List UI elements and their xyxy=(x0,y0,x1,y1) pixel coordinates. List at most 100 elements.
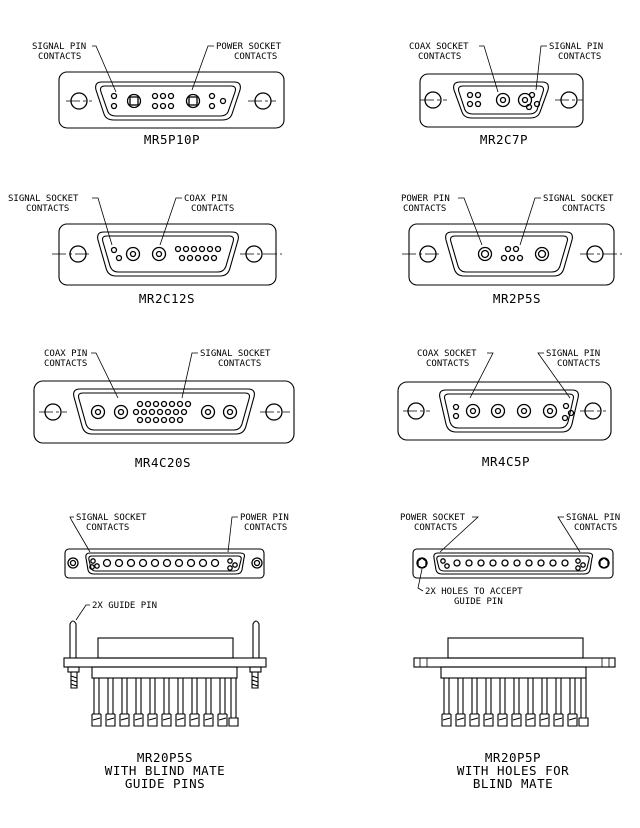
mr2c12s-callout-left-line2: CONTACTS xyxy=(26,204,69,214)
mr20p5p-caption-line3: BLIND MATE xyxy=(473,776,553,791)
mr5p10p-shell-outer xyxy=(95,81,241,121)
mr20p5s-caption-line2: WITH BLIND MATE xyxy=(105,763,225,778)
mr20p5s-leader-left xyxy=(69,516,91,553)
mr4c5p-flange xyxy=(397,381,612,441)
mr20p5p-flange-side xyxy=(413,657,616,668)
mr20p5p-guide-holes xyxy=(416,557,610,569)
mr2p5s-flange xyxy=(408,223,615,286)
mr2c12s-shell-outer xyxy=(97,231,239,277)
mr20p5s-shell-inner xyxy=(88,555,242,572)
connector-mr20p5s: SIGNAL SOCKET CONTACTS POWER PIN CONTACT… xyxy=(63,513,289,791)
mr2c12s-flange xyxy=(58,223,277,286)
mr4c5p-part-number: MR4C5P xyxy=(482,454,530,469)
mr20p5s-thread-right xyxy=(251,672,259,689)
mr2c7p-shell-outer xyxy=(453,81,549,119)
mr2p5s-part-number: MR2P5S xyxy=(493,291,541,306)
mr2p5s-callout-right-line2: CONTACTS xyxy=(562,204,605,214)
mr4c20s-callout-left-line2: CONTACTS xyxy=(44,359,87,369)
mr20p5p-shell-inner xyxy=(436,555,590,572)
mr20p5p-leader-left xyxy=(439,516,480,553)
mr4c20s-leader-left xyxy=(91,352,119,399)
mr4c20s-part-number: MR4C20S xyxy=(135,455,191,470)
mr4c5p-callout-right-line1: SIGNAL PIN xyxy=(546,349,600,359)
connector-mr4c5p: COAX SOCKET CONTACTS SIGNAL PIN CONTACTS… xyxy=(397,349,612,469)
mr2c7p-part-number: MR2C7P xyxy=(480,132,528,147)
mr20p5p-terminals xyxy=(441,678,589,727)
mr20p5p-contacts xyxy=(440,558,586,571)
mr20p5s-shell-side xyxy=(97,637,234,659)
mr5p10p-callout-right-line1: POWER SOCKET xyxy=(216,42,282,52)
mr2c12s-callout-right-line1: COAX PIN xyxy=(184,194,227,204)
mr20p5p-caption-line2: WITH HOLES FOR xyxy=(457,763,569,778)
mr5p10p-callout-left-line1: SIGNAL PIN xyxy=(32,42,86,52)
mr20p5s-flange-side xyxy=(63,657,267,668)
connector-mr4c20s: COAX PIN CONTACTS SIGNAL SOCKET CONTACTS… xyxy=(33,349,295,470)
mr2p5s-callout-right-line1: SIGNAL SOCKET xyxy=(543,194,614,204)
mr4c5p-leader-left xyxy=(469,352,494,399)
mr4c5p-shell-inner xyxy=(443,393,575,429)
mr5p10p-contacts xyxy=(110,92,227,110)
mr2c7p-leader-left xyxy=(479,45,499,93)
mr2c7p-shell-inner xyxy=(457,85,545,115)
mr20p5s-shell-outer xyxy=(85,552,246,575)
mr20p5s-guide-callout: 2X GUIDE PIN xyxy=(92,601,157,611)
mr4c20s-callout-right-line1: SIGNAL SOCKET xyxy=(200,349,271,359)
mr4c5p-callout-right-line2: CONTACTS xyxy=(557,359,600,369)
mr5p10p-callout-left-line2: CONTACTS xyxy=(38,52,81,62)
mr5p10p-leader-right xyxy=(191,45,214,91)
mr4c20s-shell-outer xyxy=(73,388,255,435)
mr2c7p-leader-right xyxy=(535,45,547,91)
mr2c7p-contacts xyxy=(466,91,541,111)
mr4c20s-callout-right-line2: CONTACTS xyxy=(218,359,261,369)
mr2c12s-part-number: MR2C12S xyxy=(139,291,195,306)
mr20p5s-callout-left-line1: SIGNAL SOCKET xyxy=(76,513,147,523)
mr20p5s-contacts xyxy=(89,558,238,571)
mr20p5s-guide-pin-left xyxy=(69,620,77,659)
mr20p5p-holes-callout-line1: 2X HOLES TO ACCEPT xyxy=(425,587,523,597)
mr2c7p-flange xyxy=(419,73,584,128)
connector-mr5p10p: SIGNAL PIN CONTACTS POWER SOCKET CONTACT… xyxy=(32,42,285,147)
mr20p5s-caption-line1: MR20P5S xyxy=(137,750,193,765)
mr2p5s-leader-left xyxy=(458,197,483,246)
mr2c12s-callout-left-line1: SIGNAL SOCKET xyxy=(8,194,79,204)
mr20p5p-callout-right-line1: SIGNAL PIN xyxy=(566,513,620,523)
mr5p10p-callout-right-line2: CONTACTS xyxy=(234,52,277,62)
mr20p5p-shell-outer xyxy=(433,552,594,575)
mr2p5s-callout-left-line2: CONTACTS xyxy=(403,204,446,214)
mr20p5s-nut-right xyxy=(249,666,262,673)
mr2c12s-shell-inner xyxy=(101,235,235,273)
mr20p5s-guide-pin-heads xyxy=(67,557,263,569)
mr4c20s-contacts xyxy=(90,400,238,424)
mr4c20s-shell-inner xyxy=(77,392,251,431)
mr20p5s-insert-side xyxy=(91,666,238,679)
mr20p5s-leader-right xyxy=(227,516,238,553)
mr20p5s-guide-pin-right xyxy=(252,620,260,659)
mr2p5s-shell-outer xyxy=(445,231,573,277)
mr4c5p-callout-left-line1: COAX SOCKET xyxy=(417,349,477,359)
mr20p5p-holes-callout-line2: GUIDE PIN xyxy=(454,597,503,607)
connector-mr2p5s: POWER PIN CONTACTS SIGNAL SOCKET CONTACT… xyxy=(401,194,622,306)
mr20p5p-shell-side xyxy=(447,637,584,659)
mr20p5p-callout-right-line2: CONTACTS xyxy=(574,523,617,533)
mr20p5s-callout-right-line2: CONTACTS xyxy=(244,523,287,533)
mr20p5p-caption-line1: MR20P5P xyxy=(485,750,541,765)
mr20p5s-guide-leader xyxy=(75,604,90,621)
mr20p5s-caption-line3: GUIDE PINS xyxy=(125,776,205,791)
mr2c7p-callout-left-line2: CONTACTS xyxy=(418,52,461,62)
connector-mr2c7p: COAX SOCKET CONTACTS SIGNAL PIN CONTACTS… xyxy=(409,42,603,147)
mr4c5p-leader-right xyxy=(537,352,571,399)
mr2c12s-callout-right-line2: CONTACTS xyxy=(191,204,234,214)
mr2c7p-callout-left-line1: COAX SOCKET xyxy=(409,42,469,52)
mr2c12s-leader-right xyxy=(159,197,182,246)
mr4c20s-callout-left-line1: COAX PIN xyxy=(44,349,87,359)
mr2c7p-callout-right-line2: CONTACTS xyxy=(558,52,601,62)
mr4c5p-contacts xyxy=(452,402,575,422)
mr20p5s-thread-left xyxy=(70,672,78,689)
mr4c5p-shell-outer xyxy=(439,389,579,433)
mr2c12s-leader-left xyxy=(92,197,113,246)
mr20p5p-flange xyxy=(412,548,614,579)
mr2p5s-shell-inner xyxy=(449,235,569,273)
mr2c7p-callout-right-line1: SIGNAL PIN xyxy=(549,42,603,52)
mr20p5p-side-view xyxy=(413,637,616,727)
